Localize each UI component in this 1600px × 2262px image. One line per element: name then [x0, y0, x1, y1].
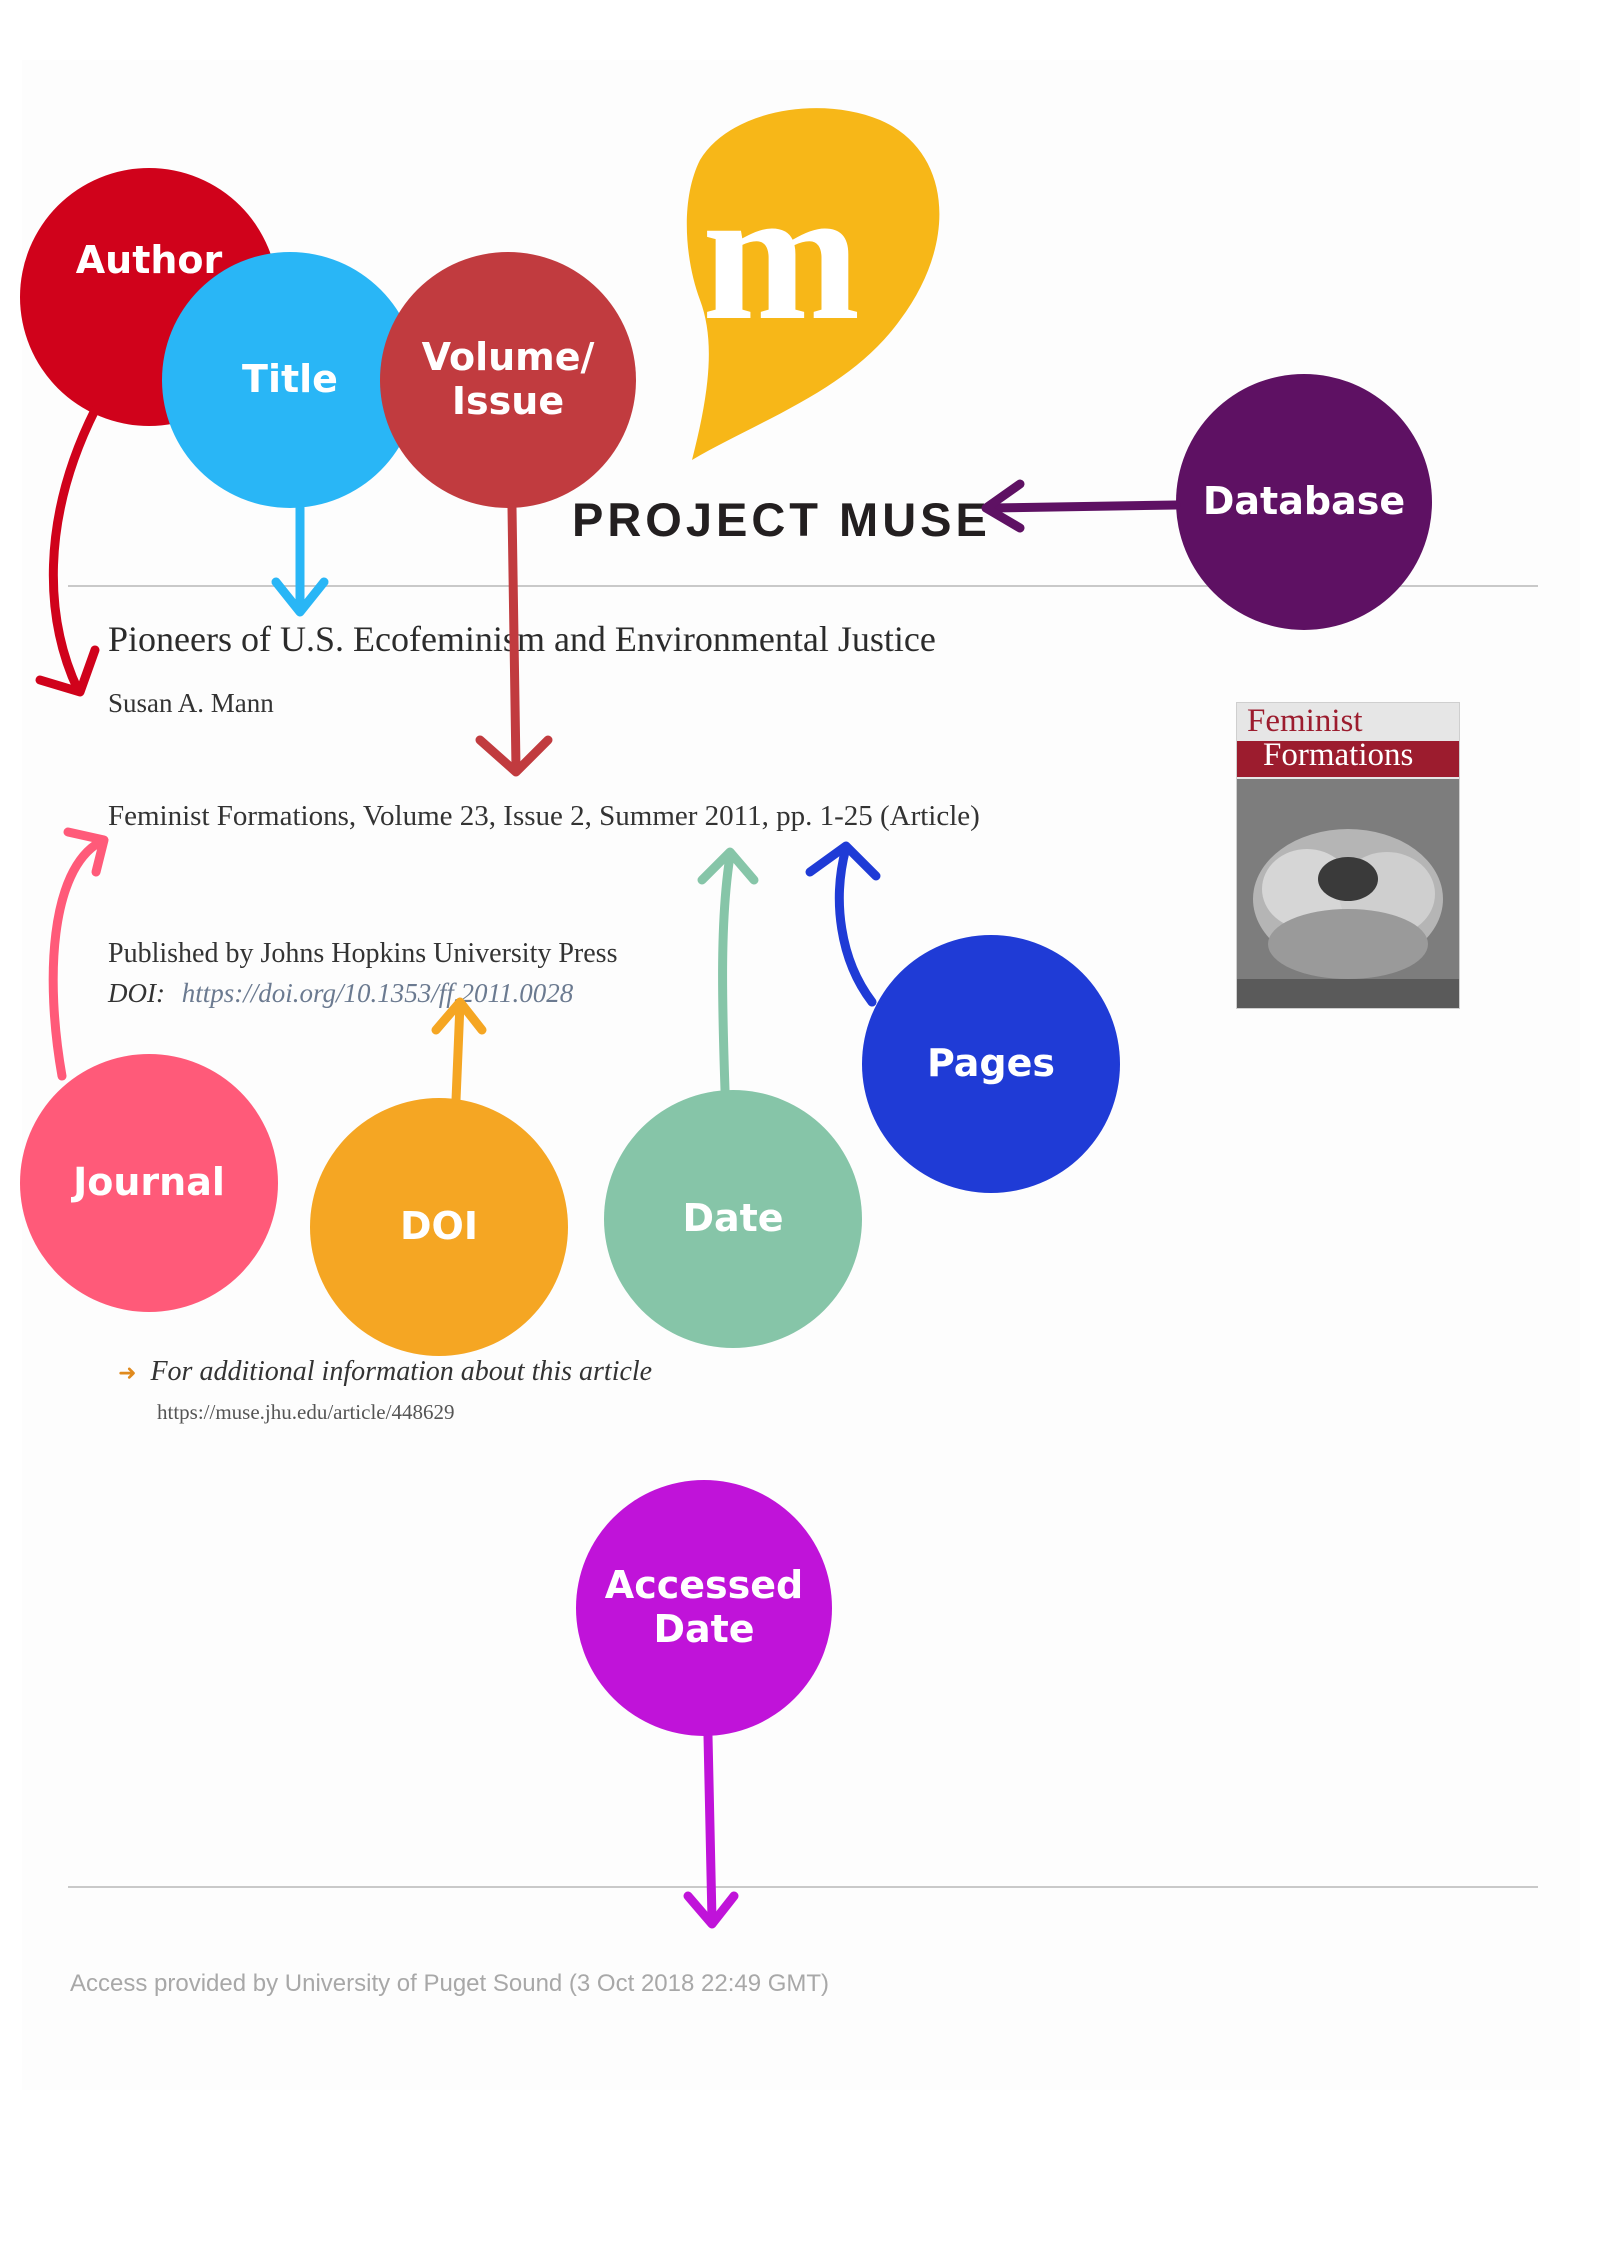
journal-citation-line: Feminist Formations, Volume 23, Issue 2,…	[108, 800, 980, 832]
volume-issue-arrow	[475, 503, 553, 777]
bottom-divider	[68, 1886, 1538, 1888]
muse-logo-bubble	[686, 108, 940, 460]
database-arrow	[981, 479, 1181, 533]
title-callout: Title	[162, 252, 418, 508]
pages-arrow	[805, 841, 881, 1007]
accessed-date-callout: Accessed Date	[576, 1480, 832, 1736]
journal-callout: Journal	[20, 1054, 278, 1312]
date-callout: Date	[604, 1090, 862, 1348]
journal-cover-image: Feminist Formations	[1236, 702, 1460, 1009]
cover-title-line-2: Formations	[1263, 737, 1414, 773]
doi-arrow	[431, 997, 487, 1105]
journal-arrow	[48, 827, 109, 1081]
top-divider	[68, 585, 1538, 587]
accessed-date-arrow	[683, 1731, 739, 1929]
muse-logo-letter: m	[702, 150, 860, 360]
author-arrow	[35, 405, 100, 697]
database-callout: Database	[1176, 374, 1432, 630]
title-arrow	[271, 503, 329, 617]
doi-line: DOI: https://doi.org/10.1353/ff.2011.002…	[108, 978, 573, 1009]
doi-callout: DOI	[310, 1098, 568, 1356]
access-line: Access provided by University of Puget S…	[70, 1970, 830, 1997]
cover-title-band	[1237, 741, 1459, 777]
muse-m-mark: m	[686, 108, 940, 460]
doi-label: DOI:	[108, 978, 165, 1008]
cover-hands-photo	[1237, 779, 1459, 1008]
more-info-text[interactable]: For additional information about this ar…	[150, 1356, 653, 1387]
pages-callout: Pages	[862, 935, 1120, 1193]
volume-issue-callout: Volume/ Issue	[380, 252, 636, 508]
doi-link[interactable]: https://doi.org/10.1353/ff.2011.0028	[181, 978, 574, 1008]
project-muse-wordmark: PROJECT MUSE	[572, 493, 991, 546]
publisher-line: Published by Johns Hopkins University Pr…	[108, 938, 618, 969]
article-author: Susan A. Mann	[108, 688, 274, 718]
more-info-row[interactable]: ➜ For additional information about this …	[118, 1356, 652, 1388]
date-arrow	[697, 847, 759, 1095]
more-info-url[interactable]: https://muse.jhu.edu/article/448629	[157, 1400, 455, 1424]
arrow-right-icon: ➜	[118, 1361, 137, 1386]
cover-title-line-1: Feminist	[1247, 703, 1363, 739]
article-title: Pioneers of U.S. Ecofeminism and Environ…	[108, 619, 936, 659]
